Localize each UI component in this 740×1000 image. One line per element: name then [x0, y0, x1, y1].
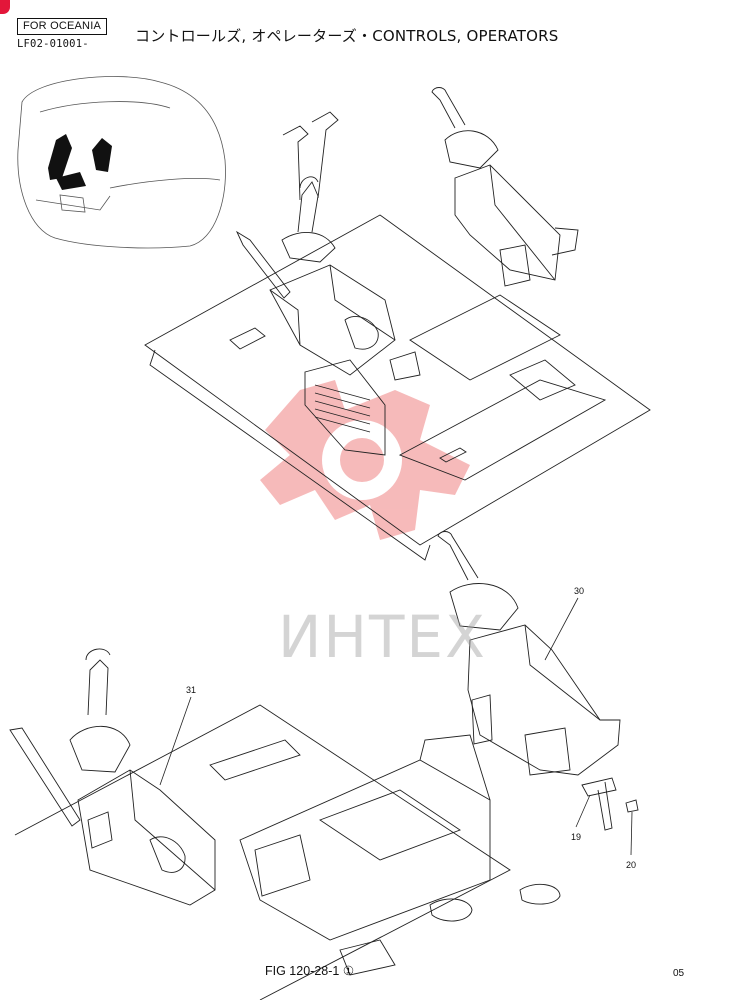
watermark-text: ИНТЕХ [278, 603, 487, 671]
callout-20: 20 [626, 860, 637, 870]
corner-tab-mark [0, 0, 10, 14]
page-code: LF02-01001- [17, 38, 89, 50]
region-label: FOR OCEANIA [17, 18, 107, 35]
upper-assembly [144, 87, 651, 561]
callout-leaders [159, 597, 633, 856]
page-number: 05 [673, 968, 685, 979]
callout-31: 31 [186, 685, 197, 695]
machine-inset [17, 76, 226, 249]
callout-19: 19 [571, 832, 582, 842]
callout-30: 30 [574, 586, 585, 596]
lower-assembly [9, 531, 639, 1000]
inset-highlight-controls [48, 134, 112, 190]
page-title: コントロールズ, オペレーターズ・CONTROLS, OPERATORS [135, 27, 559, 45]
watermark-logo [260, 380, 470, 540]
figure-caption: FIG 120-28-1 ① [265, 964, 355, 978]
